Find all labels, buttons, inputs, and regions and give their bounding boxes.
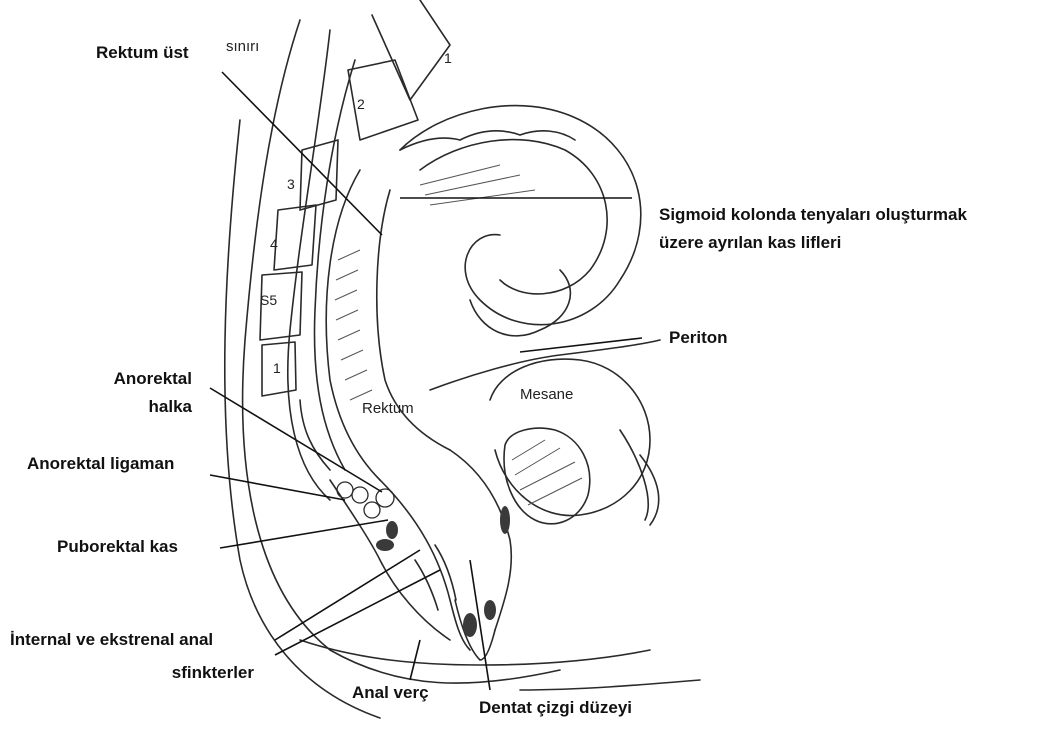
vertebra-4 bbox=[274, 205, 316, 270]
label-puborektal-kas: Puborektal kas bbox=[57, 536, 178, 557]
puborectal-dark-2 bbox=[386, 521, 398, 539]
rectum-lower-right bbox=[450, 450, 511, 630]
sphincter-dark-1 bbox=[463, 613, 477, 637]
rectum-wall-left bbox=[326, 170, 380, 480]
ligament-circle-4 bbox=[376, 489, 394, 507]
rectum-hatching bbox=[335, 250, 372, 400]
leader-anorektal-halka bbox=[210, 388, 382, 492]
figure-text-rektum: Rektum bbox=[362, 400, 414, 417]
vertebra-label-s5: S5 bbox=[260, 292, 277, 308]
label-dentat-cizgi: Dentat çizgi düzeyi bbox=[479, 697, 632, 718]
vertebra-label-1-bottom: 1 bbox=[273, 360, 281, 376]
label-sigmoid-line2: üzere ayrılan kas lifleri bbox=[659, 232, 841, 253]
figure-text-mesane: Mesane bbox=[520, 386, 573, 403]
ligament-circle-2 bbox=[352, 487, 368, 503]
leader-periton bbox=[520, 338, 642, 352]
sacrum-anterior bbox=[314, 60, 355, 470]
sphincter-dark-3 bbox=[500, 506, 510, 534]
sphincter-muscle-1 bbox=[415, 560, 438, 610]
label-periton: Periton bbox=[669, 327, 728, 348]
label-anorektal-halka-line1: Anorektal bbox=[96, 368, 192, 389]
label-sigmoid-line1: Sigmoid kolonda tenyaları oluşturmak bbox=[659, 204, 967, 225]
leader-sfinkter-1 bbox=[275, 550, 420, 640]
outer-body-contour bbox=[243, 20, 560, 683]
leader-anal-verc bbox=[410, 640, 420, 680]
vertebra-label-2: 2 bbox=[357, 96, 365, 112]
label-sfinkter-line1: İnternal ve ekstrenal anal bbox=[10, 629, 213, 650]
perineum-line-2 bbox=[520, 680, 700, 690]
vertebra-1-top bbox=[372, 0, 450, 100]
sigmoid-bottom bbox=[470, 270, 570, 336]
vertebra-label-3: 3 bbox=[287, 176, 295, 192]
ligament-circle-1 bbox=[337, 482, 353, 498]
label-anorektal-halka-line2: halka bbox=[96, 396, 192, 417]
label-anal-verc: Anal verç bbox=[352, 682, 429, 703]
label-rektum-ust: Rektum üst bbox=[96, 42, 189, 63]
label-sfinkter-line2: sfinkterler bbox=[10, 662, 254, 683]
leader-sfinkter-2 bbox=[275, 570, 440, 655]
sphincter-dark-2 bbox=[484, 600, 496, 620]
ligament-circle-3 bbox=[364, 502, 380, 518]
coccyx-tail bbox=[300, 400, 330, 470]
sphincter-outer bbox=[330, 480, 450, 640]
vertebra-label-1-top: 1 bbox=[444, 50, 452, 66]
puborectal-dark-1 bbox=[376, 539, 394, 551]
sigmoid-folds bbox=[400, 131, 575, 150]
figure-text-siniri: sınırı bbox=[226, 38, 259, 55]
label-anorektal-ligaman: Anorektal ligaman bbox=[27, 453, 174, 474]
sigmoid-loop-inner bbox=[420, 140, 607, 294]
leader-puborektal bbox=[220, 520, 388, 548]
rectum-lower bbox=[380, 480, 470, 650]
sigmoid-hatching bbox=[420, 165, 535, 205]
vertebra-label-4: 4 bbox=[270, 236, 278, 252]
sphincter-muscle-2 bbox=[435, 545, 456, 600]
